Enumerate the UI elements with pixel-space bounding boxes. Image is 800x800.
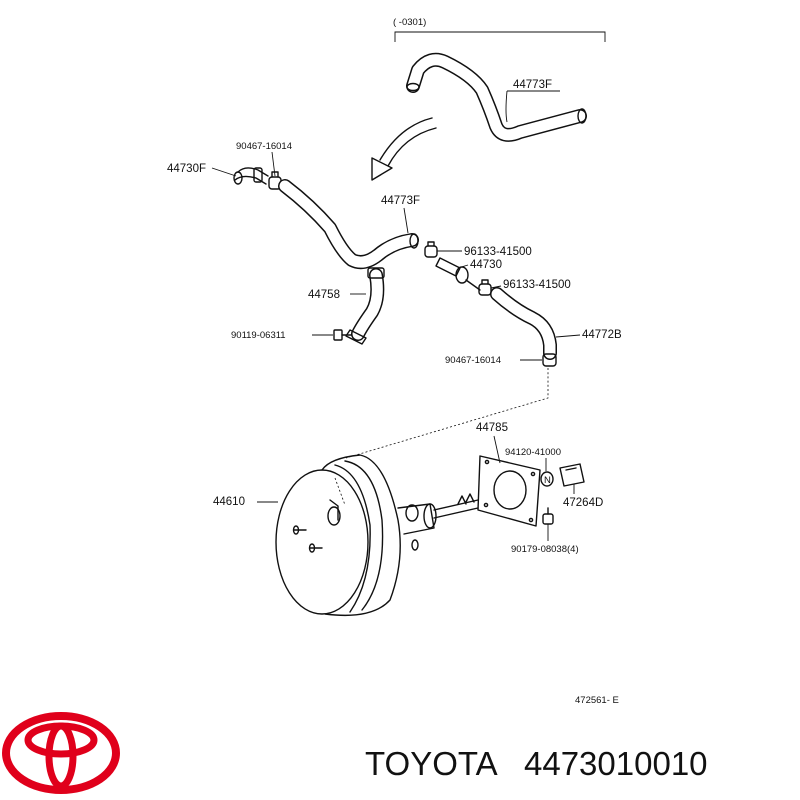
clip-right-drawing bbox=[542, 353, 557, 367]
diagram-code: 472561- E bbox=[575, 695, 619, 706]
svg-text:N: N bbox=[544, 475, 551, 486]
arrow-variant bbox=[371, 117, 437, 181]
elbow-drawing bbox=[345, 267, 385, 345]
hose-mid-drawing bbox=[278, 179, 419, 270]
label-hose-top: 44773F bbox=[513, 79, 552, 91]
joint-left-drawing bbox=[233, 167, 269, 185]
label-nut-set: 90179-08038(4) bbox=[511, 544, 579, 555]
label-bolt-small: 90119-06311 bbox=[231, 330, 286, 341]
nut-set-drawing bbox=[542, 507, 554, 525]
label-clip-top: 90467-16014 bbox=[236, 141, 292, 152]
label-nut: 94120-41000 bbox=[505, 447, 561, 458]
label-hose-mid: 44773F bbox=[381, 195, 420, 207]
gasket-drawing bbox=[477, 455, 541, 527]
bolt-small-drawing bbox=[333, 329, 353, 341]
clip-lower-drawing bbox=[478, 279, 492, 296]
booster-drawing bbox=[275, 454, 479, 617]
hose-top-drawing bbox=[406, 52, 587, 142]
brand-name: TOYOTA bbox=[365, 745, 498, 782]
label-booster: 44610 bbox=[213, 496, 245, 508]
bracket-label: ( -0301) bbox=[393, 17, 426, 28]
label-hose-right: 44772B bbox=[582, 329, 622, 341]
label-check-valve: 44730 bbox=[470, 259, 502, 271]
part-number: 4473010010 bbox=[524, 745, 708, 782]
hose-right-drawing bbox=[490, 287, 557, 360]
label-clip-upper: 96133-41500 bbox=[464, 246, 532, 258]
label-joint-left: 44730F bbox=[167, 163, 206, 175]
label-elbow: 44758 bbox=[308, 289, 340, 301]
label-clip-right: 90467-16014 bbox=[445, 355, 501, 366]
label-bracket: 47264D bbox=[563, 497, 603, 509]
date-bracket: ( -0301) bbox=[393, 17, 606, 42]
toyota-logo-icon bbox=[2, 712, 120, 794]
bracket-drawing bbox=[559, 463, 585, 494]
clip-upper-drawing bbox=[424, 241, 438, 258]
label-gasket: 44785 bbox=[476, 422, 508, 434]
nut-drawing: N bbox=[540, 471, 554, 487]
label-clip-lower: 96133-41500 bbox=[503, 279, 571, 291]
